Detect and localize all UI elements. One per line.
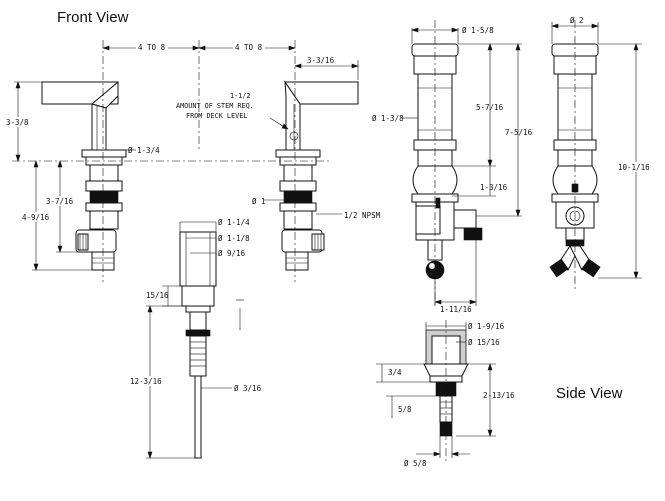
stem-note-1: 1-1/2: [230, 92, 250, 100]
dim-dia-5-8: Ø 5/8: [404, 459, 427, 468]
dim-15-16: 15/16: [146, 291, 169, 300]
dim-3-7-16: 3-7/16: [46, 197, 74, 206]
dim-npsm: 1/2 NPSM: [344, 211, 381, 220]
front-view-title: Front View: [57, 9, 129, 26]
dim-dia-15-16: Ø 15/16: [468, 338, 500, 347]
dim-dia-1-9-16: Ø 1-9/16: [468, 322, 505, 331]
dim-dia-3-16: Ø 3/16: [234, 384, 262, 393]
dim-5-7-16: 5-7/16: [476, 103, 504, 112]
dim-4to8-left: 4 TO 8: [138, 43, 166, 52]
dim-dia-1-3-8: Ø 1-3/8: [372, 114, 404, 123]
dim-dia-9-16: Ø 9/16: [218, 249, 246, 258]
dim-dia-2: Ø 2: [570, 16, 584, 25]
dim-dia-1-5-8: Ø 1-5/8: [462, 26, 494, 35]
dim-dia-1-1-4: Ø 1-1/4: [218, 218, 250, 227]
dim-dia-1-3-4: Ø 1-3/4: [128, 146, 160, 155]
dim-10-1-16: 10-1/16: [618, 163, 650, 172]
dim-2-13-16: 2-13/16: [483, 391, 515, 400]
center-stem: [179, 231, 217, 459]
dim-4-9-16: 4-9/16: [22, 213, 50, 222]
dim-7-5-16: 7-5/16: [505, 128, 533, 137]
dim-12-3-16: 12-3/16: [130, 377, 162, 386]
stem-note-3: FROM DECK LEVEL: [186, 112, 247, 120]
dim-1-11-16: 1-11/16: [440, 305, 472, 314]
stem-note-2: AMOUNT OF STEM REQ.: [176, 102, 254, 110]
dim-dia-1-1-8: Ø 1-1/8: [218, 234, 250, 243]
dim-1-3-16: 1-3/16: [480, 183, 508, 192]
dim-3-4: 3/4: [388, 368, 402, 377]
left-handle-valve: [41, 80, 127, 271]
dim-dia-1: Ø 1: [252, 197, 266, 206]
side-valve-left: [411, 43, 483, 280]
dim-3-3-8: 3-3/8: [6, 118, 29, 127]
side-view-title: Side View: [556, 385, 623, 402]
right-handle-valve: [275, 80, 359, 271]
dim-3-3-16: 3-3/16: [307, 56, 335, 65]
dim-4to8-right: 4 TO 8: [235, 43, 263, 52]
dim-5-8: 5/8: [398, 405, 412, 414]
